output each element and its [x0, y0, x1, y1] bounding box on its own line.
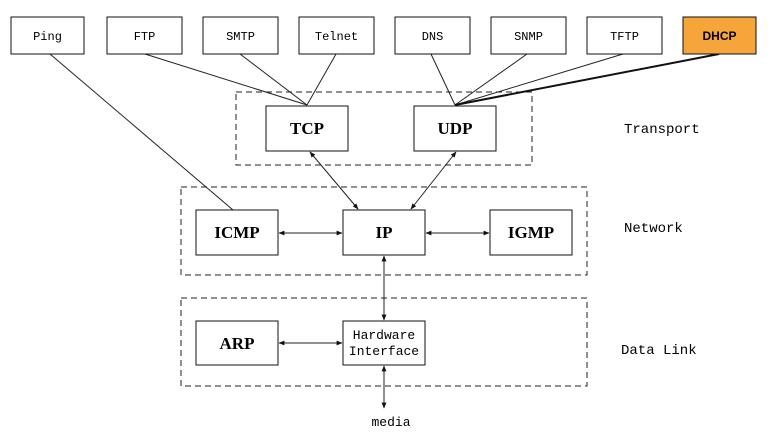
tcp-label: TCP — [290, 119, 324, 138]
app-label-snmp: SNMP — [514, 30, 543, 44]
icmp-box: ICMP — [195, 209, 279, 256]
app-box-snmp: SNMP — [490, 16, 567, 55]
data-link-layer-label: Data Link — [621, 343, 697, 359]
media-label: media — [371, 415, 410, 430]
link-ftp-tcp — [144, 53, 308, 106]
transport-layer-group — [235, 91, 533, 166]
app-label-tftp: TFTP — [610, 30, 639, 44]
link-telnet-tcp — [306, 53, 337, 106]
icmp-label: ICMP — [214, 223, 259, 242]
transport-layer-label: Transport — [624, 122, 700, 138]
app-label-dhcp: DHCP — [702, 29, 736, 43]
ip-label: IP — [376, 223, 393, 242]
app-box-dhcp: DHCP — [682, 16, 757, 55]
app-box-dns: DNS — [394, 16, 471, 55]
network-layer-label: Network — [624, 221, 683, 237]
tcp-box: TCP — [265, 105, 349, 152]
igmp-box: IGMP — [489, 209, 573, 256]
app-label-ftp: FTP — [134, 30, 156, 44]
app-label-dns: DNS — [422, 30, 444, 44]
hardware-interface-label-line2: Interface — [349, 344, 419, 359]
network-layer-group — [180, 186, 588, 276]
app-box-tftp: TFTP — [586, 16, 663, 55]
igmp-label: IGMP — [508, 223, 554, 242]
udp-label: UDP — [438, 119, 473, 138]
udp-box: UDP — [413, 105, 497, 152]
arrow-udp-ip — [410, 151, 457, 210]
app-box-ftp: FTP — [106, 16, 183, 55]
hardware-interface-box: Hardware Interface — [342, 320, 426, 366]
app-label-telnet: Telnet — [315, 30, 358, 44]
app-box-telnet: Telnet — [298, 16, 375, 55]
app-box-smtp: SMTP — [202, 16, 279, 55]
app-label-smtp: SMTP — [226, 30, 255, 44]
ip-box: IP — [342, 209, 426, 256]
link-ping-icmp — [49, 53, 234, 211]
link-tftp-udp — [454, 53, 624, 106]
app-box-ping: Ping — [10, 16, 85, 55]
app-label-ping: Ping — [33, 30, 62, 44]
link-dns-udp — [430, 53, 456, 106]
hardware-interface-label-line1: Hardware — [353, 328, 415, 343]
arp-box: ARP — [195, 320, 279, 366]
link-smtp-tcp — [239, 53, 308, 106]
arrow-tcp-ip — [309, 151, 359, 210]
arp-label: ARP — [220, 334, 255, 353]
link-dhcp-udp — [454, 53, 720, 106]
link-snmp-udp — [454, 53, 528, 106]
